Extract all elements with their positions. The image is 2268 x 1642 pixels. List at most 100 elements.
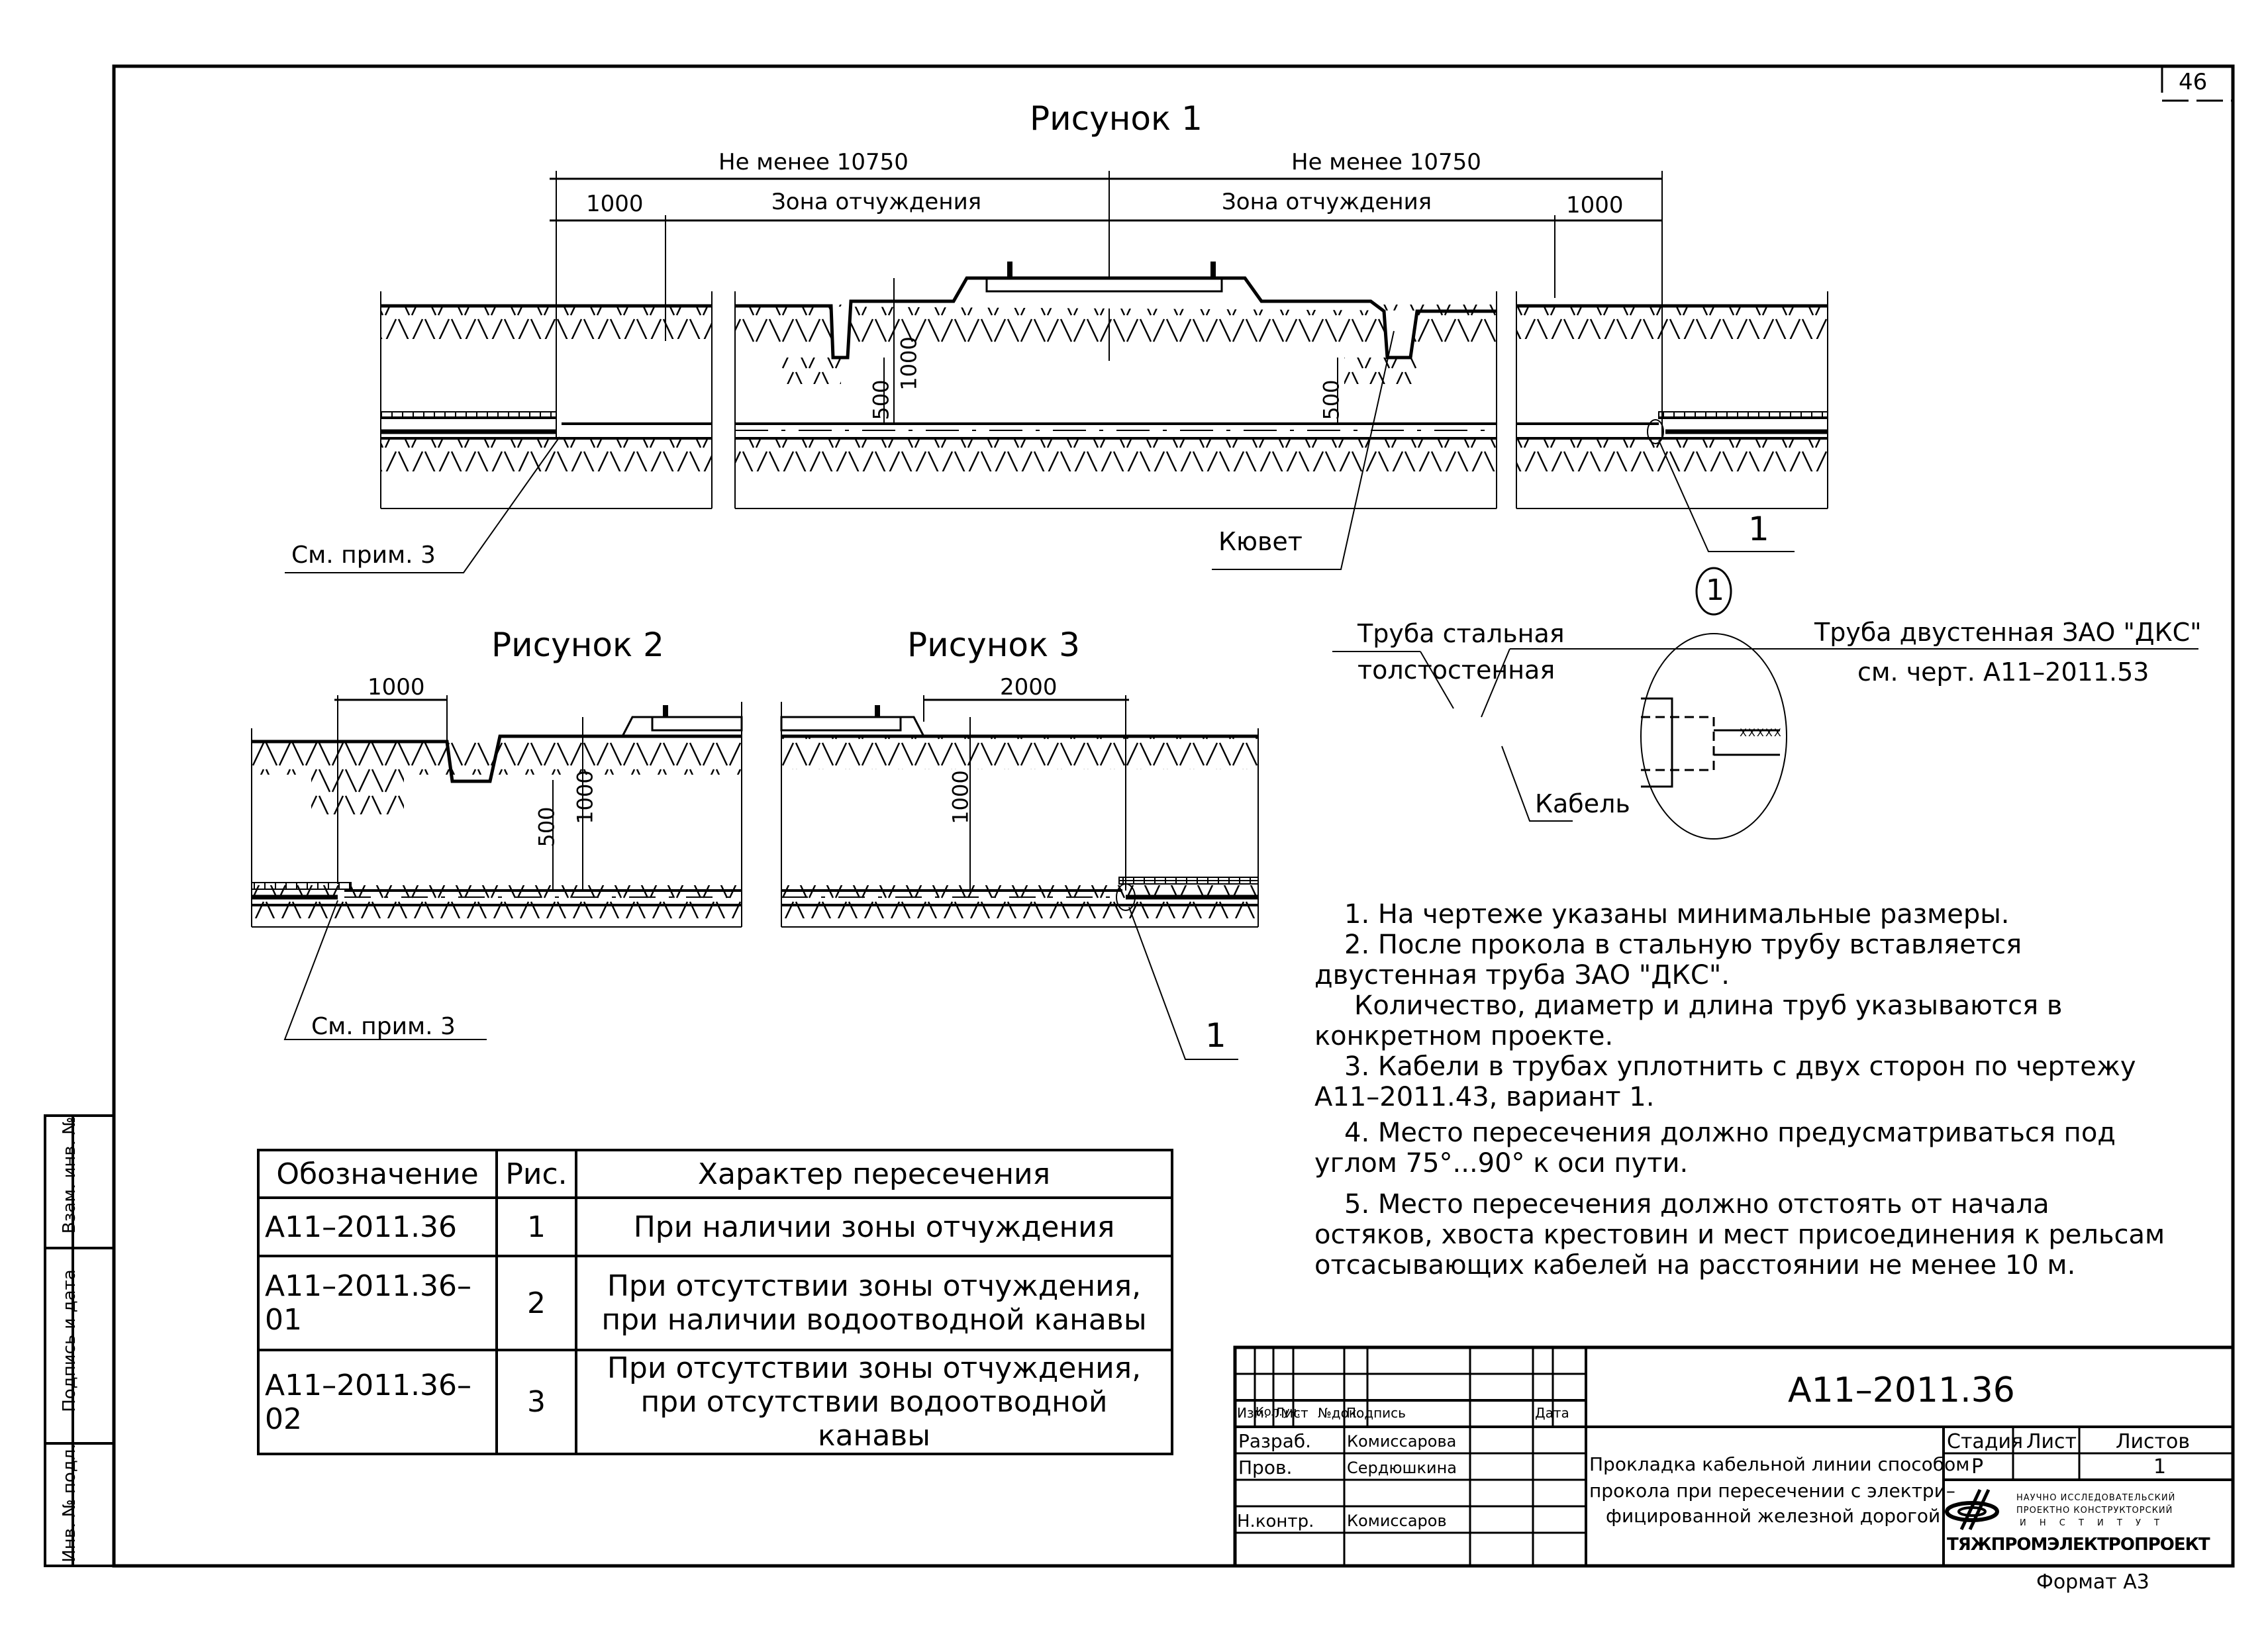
figure-1-callout-kyuvet: Кювет [1218, 527, 1303, 556]
row-fig: 2 [495, 1255, 577, 1351]
format-label: Формат А3 [2036, 1570, 2149, 1594]
row-desc: При отсутствии зоны отчуждения,при налич… [575, 1255, 1173, 1351]
row-fig: 3 [495, 1349, 577, 1455]
note-line: Количество, диаметр и длина труб указыва… [1354, 990, 2063, 1021]
title-block-grid [1233, 1345, 2235, 1568]
row-desc-line: при отсутствии водоотводной канавы [640, 1385, 1108, 1453]
figure-1-dim-500-right: 500 [1318, 379, 1344, 420]
header-crossing-type: Характер пересечения [575, 1149, 1173, 1199]
figure-2-drawing [251, 695, 743, 1040]
header-designation: Обозначение [257, 1149, 498, 1199]
note-line: А11–2011.43, вариант 1. [1314, 1082, 1655, 1112]
col-header-data: Дата [1535, 1405, 1569, 1421]
row-code: А11–2011.36–02 [257, 1349, 498, 1455]
org-line-2: ПРОЕКТНО КОНСТРУКТОРСКИЙ [2016, 1506, 2173, 1516]
figure-1-dim-1000-vertical: 1000 [896, 336, 922, 391]
detail-1-label-steel-line2: толстостенная [1357, 655, 1555, 685]
note-line: углом 75°...90° к оси пути. [1314, 1148, 1689, 1179]
figure-1-title: Рисунок 1 [1030, 99, 1203, 138]
role-razrab: Разраб. [1238, 1430, 1312, 1452]
figure-1-dim-left-total: Не менее 10750 [718, 149, 909, 175]
col-header-podpis: Подпись [1346, 1405, 1406, 1421]
row-desc: При отсутствии зоны отчуждения,при отсут… [575, 1349, 1173, 1455]
detail-1-label-dks-line2: см. черт. А11–2011.53 [1857, 657, 2149, 687]
page-number: 46 [2179, 69, 2208, 95]
col-header-list: Лист [1275, 1405, 1308, 1421]
detail-1-label-cable: Кабель [1535, 789, 1630, 818]
note-line: 1. На чертеже указаны минимальные размер… [1344, 899, 2010, 930]
figure-1-dim-right-1000: 1000 [1566, 192, 1624, 218]
col-header-koluch: Кол.уч. [1256, 1405, 1301, 1419]
org-line-1: НАУЧНО ИССЛЕДОВАТЕЛЬСКИЙ [2016, 1493, 2176, 1503]
detail-1-drawing [1332, 567, 2198, 840]
figure-2-dim-1000-horizontal: 1000 [368, 674, 425, 700]
row-code: А11–2011.36 [257, 1196, 498, 1257]
name-prov: Сердюшкина [1347, 1459, 1457, 1477]
note-line: остяков, хвоста крестовин и мест присоед… [1314, 1220, 2165, 1250]
col-header-ndok: №док. [1318, 1405, 1361, 1421]
figure-2-title: Рисунок 2 [491, 626, 664, 664]
figure-3-dim-2000: 2000 [1000, 674, 1058, 700]
detail-1-cable-marks: XXXXX [1740, 726, 1783, 739]
stage-value: Р [1971, 1455, 1984, 1478]
table-row: А11–2011.36 1 При наличии зоны отчуждени… [257, 1196, 1173, 1257]
title-block-description-2: прокола при пересечении с электри– [1589, 1480, 1955, 1502]
sheets-header: Листов [2116, 1430, 2191, 1453]
role-nkontr: Н.контр. [1237, 1512, 1314, 1531]
side-stamp [44, 1114, 115, 1567]
detail-1-marker: 1 [1706, 573, 1724, 607]
side-stamp-cell-3: Инв. № подл. [60, 1443, 79, 1563]
note-line: 3. Кабели в трубах уплотнить с двух стор… [1344, 1051, 2136, 1082]
row-desc-line: При отсутствии зоны отчуждения, [607, 1269, 1142, 1303]
figure-2-callout-note: См. прим. 3 [311, 1013, 456, 1040]
figure-3-drawing [780, 695, 1259, 1060]
org-name: ТЯЖПРОМЭЛЕКТРОПРОЕКТ [1947, 1535, 2210, 1555]
figure-1-zone-left: Зона отчуждения [771, 189, 982, 215]
note-line: 5. Место пересечения должно отстоять от … [1344, 1189, 2049, 1220]
col-header-izm: Изм. [1237, 1405, 1269, 1421]
sheets-value: 1 [2153, 1455, 2167, 1478]
figure-1-dim-500-left: 500 [868, 379, 894, 420]
table-row: А11–2011.36–02 3 При отсутствии зоны отч… [257, 1349, 1173, 1455]
sheet-header: Лист [2026, 1430, 2077, 1453]
detail-1-label-dks-line1: Труба двустенная ЗАО "ДКС" [1814, 618, 2202, 647]
row-code: А11–2011.36–01 [257, 1255, 498, 1351]
figure-2-dim-500: 500 [534, 806, 560, 847]
figure-1-dim-right-total: Не менее 10750 [1291, 149, 1481, 175]
row-desc-line: При отсутствии зоны отчуждения, [607, 1351, 1142, 1385]
figure-2-dim-1000-vertical: 1000 [572, 770, 598, 824]
figure-3-dim-1000-vertical: 1000 [948, 770, 973, 824]
row-desc: При наличии зоны отчуждения [575, 1196, 1173, 1257]
side-stamp-cell-2: Подпись и дата [60, 1269, 79, 1412]
name-nkontr: Комиссаров [1347, 1512, 1447, 1530]
note-line: отсасывающих кабелей на расстоянии не ме… [1314, 1250, 2076, 1280]
note-line: 2. После прокола в стальную трубу вставл… [1344, 930, 2022, 960]
note-line: 4. Место пересечения должно предусматрив… [1344, 1118, 2116, 1148]
title-block-description-1: Прокладка кабельной линии способом [1589, 1453, 1970, 1475]
header-figure: Рис. [495, 1149, 577, 1199]
figure-1-callout-1: 1 [1748, 510, 1769, 548]
title-block-doc-code: А11–2011.36 [1788, 1371, 2015, 1410]
page-number-box [2161, 66, 2233, 102]
name-razrab: Комиссарова [1347, 1432, 1457, 1451]
org-line-3: И Н С Т И Т У Т [2020, 1518, 2165, 1528]
figure-1-dim-left-1000: 1000 [586, 191, 644, 217]
side-stamp-cell-1: Взам. инв. № [60, 1116, 79, 1234]
figure-1-drawing [285, 171, 1828, 573]
note-line: конкретном проекте. [1314, 1021, 1614, 1051]
detail-1-label-steel-line1: Труба стальная [1357, 619, 1565, 648]
row-desc-line: При наличии зоны отчуждения [633, 1210, 1115, 1244]
note-line: двустенная труба ЗАО "ДКС". [1314, 960, 1730, 990]
title-block-description-3: фицированной железной дорогой [1606, 1505, 1941, 1527]
spec-table-header: Обозначение Рис. Характер пересечения [257, 1149, 1173, 1199]
figure-3-callout-1: 1 [1205, 1016, 1226, 1055]
role-prov: Пров. [1238, 1457, 1293, 1478]
notes-block: 1. На чертеже указаны минимальные размер… [1314, 899, 2165, 1280]
sheet-frame [112, 64, 2235, 1568]
figure-3-title: Рисунок 3 [907, 626, 1080, 664]
table-row: А11–2011.36–01 2 При отсутствии зоны отч… [257, 1255, 1173, 1351]
figure-1-zone-right: Зона отчуждения [1222, 189, 1432, 215]
spec-table: Обозначение Рис. Характер пересечения А1… [257, 1149, 1173, 1455]
stage-header: Стадия [1947, 1430, 2024, 1453]
